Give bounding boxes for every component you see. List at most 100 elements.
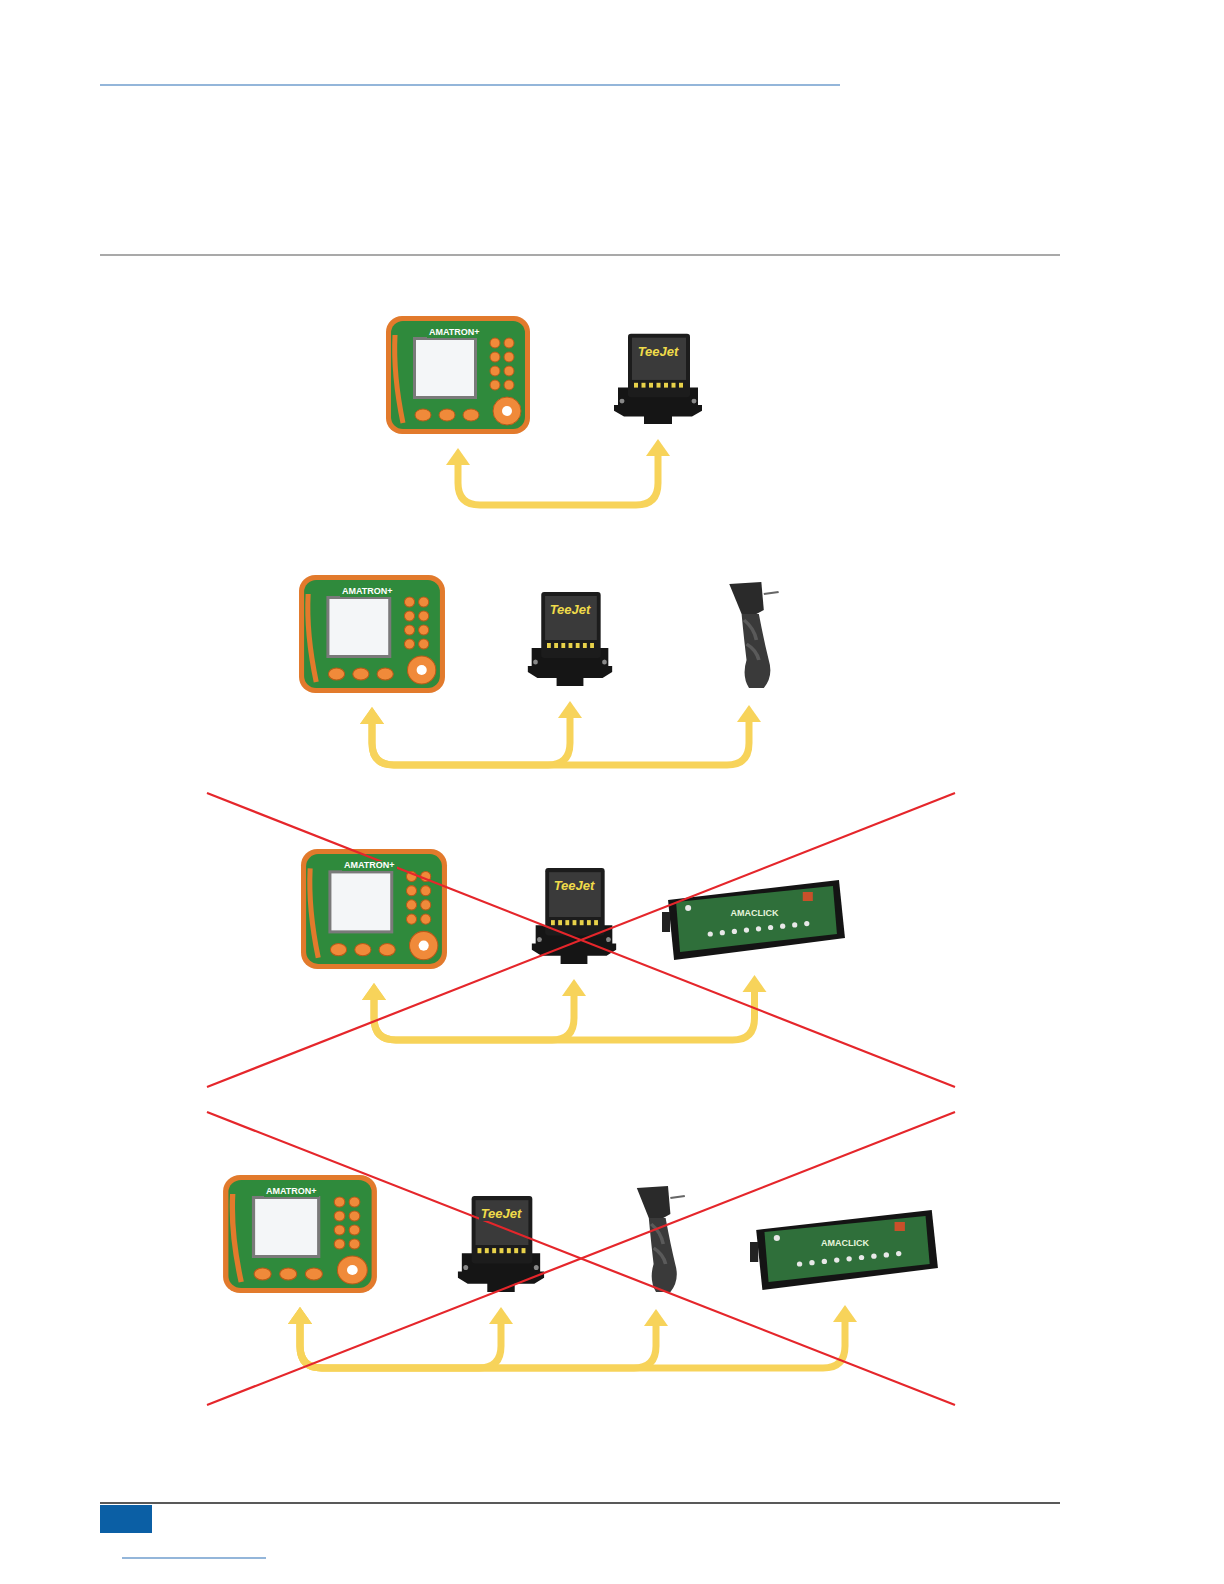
invalid-cross [207,1112,955,1405]
panel-housing [756,1210,938,1290]
hazard-stripe [485,1248,489,1253]
terminal-key [379,944,395,956]
terminal-rim [301,849,447,969]
page-tab [100,1505,152,1533]
device-label: AMATRON+ [264,1187,319,1197]
label-holder: TeeJet [524,588,616,618]
panel-switch [720,930,725,935]
panel-switch [768,925,773,930]
terminal-key [421,900,431,910]
screen-frame [328,870,393,933]
hazard-stripe [580,920,584,925]
panel-switch [792,922,797,927]
device-label: TeeJet [636,345,681,359]
arrow-head [562,979,586,996]
cross-line [207,793,955,1087]
panel-switch [780,924,785,929]
nav-pad [493,397,521,425]
invalid-cross [207,793,955,1087]
hazard-stripe [649,383,653,388]
terminal-rim [223,1175,377,1293]
panel-switch [896,1251,901,1256]
mount-hole [620,399,625,404]
terminal-key [504,366,514,376]
panel-switch [756,926,761,931]
terminal-key [421,871,431,881]
hazard-stripe [642,383,646,388]
module-body [472,1196,533,1263]
terminal-screen [329,599,388,655]
teejet-device: TeeJet [454,1192,548,1294]
arrow-head [646,439,670,456]
terminal-rim [299,575,445,693]
connector-line [458,453,658,505]
arrow-head [446,448,470,465]
terminal-key [334,1211,345,1221]
terminal-key [349,1225,360,1235]
terminal-key [421,914,431,924]
hazard-stripe [514,1248,518,1253]
panel-plug [750,1242,758,1262]
screen-frame [252,1196,320,1258]
terminal-screen [416,340,474,396]
hazard-stripe [500,1248,504,1253]
amaclick-device: AMACLICK [662,878,847,962]
hazard-stripe [664,383,668,388]
hazard-stripe [583,643,587,648]
terminal-key [404,639,414,649]
label-holder: AMACLICK [750,1208,940,1250]
nav-centre [347,1265,358,1275]
terminal-key [254,1268,271,1280]
amaclick-device: AMACLICK [750,1208,940,1292]
arrow-head [360,707,384,724]
arrow-head [644,1309,668,1326]
teejet-device: TeeJet [528,864,620,966]
connector-line [300,1321,501,1368]
connector-line [300,1321,656,1368]
terminal-key [406,914,416,924]
joystick-grip [742,614,771,688]
hazard-stripe [657,383,661,388]
connector-line [300,1319,845,1368]
grip-ridge [744,620,756,640]
footer-link-rule [122,1557,266,1558]
panel-switch [834,1258,839,1263]
panel-switch [685,905,691,911]
joystick-illustration [712,580,786,692]
terminal-key [377,668,393,680]
panel-switch [884,1252,889,1257]
label-holder: AMACLICK [662,878,847,920]
hazard-stripe [507,1248,511,1253]
panel-face [676,886,837,952]
mount-hole [533,660,538,665]
label-holder: TeeJet [528,864,620,894]
terminal-body [391,321,525,429]
joystick-head [729,582,764,614]
terminal-key [419,639,429,649]
terminal-key [330,944,346,956]
bus-connector [362,975,767,1040]
terminal-body [304,580,440,688]
hazard-stripe [522,1248,526,1253]
hazard-stripe [576,643,580,648]
cross-line [207,793,955,1087]
panel-switch [822,1259,827,1264]
panel-switch [846,1256,851,1261]
terminal-key [421,886,431,896]
terminal-key [406,900,416,910]
terminal-key [490,380,500,390]
terminal-device: AMATRON+ [385,315,531,435]
label-holder: AMATRON+ [385,315,531,339]
label-holder: TeeJet [610,330,706,360]
terminal-screen [331,873,390,930]
terminal-key [328,668,344,680]
amaclick-illustration [750,1208,940,1292]
terminal-device: AMATRON+ [300,848,448,970]
hazard-stripe [547,643,551,648]
teejet-device: TeeJet [524,588,616,688]
terminal-key [463,409,479,421]
nav-centre [502,406,512,416]
